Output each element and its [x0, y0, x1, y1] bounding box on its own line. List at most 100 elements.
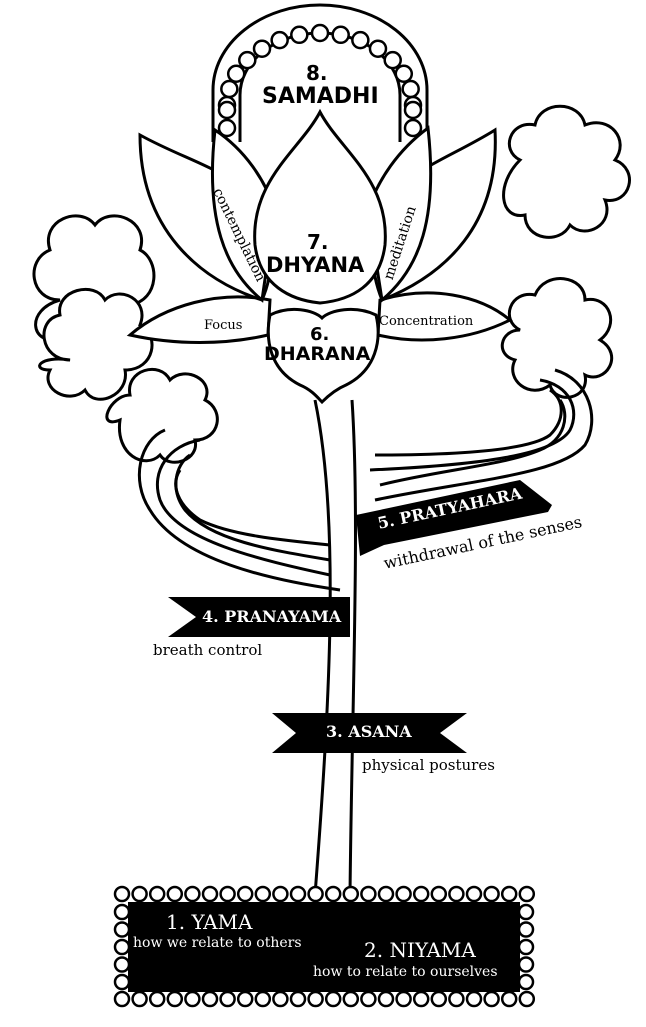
bead — [360, 990, 377, 1008]
cloud-left — [32, 214, 219, 464]
samadhi-name: SAMADHI — [262, 84, 379, 109]
bead — [500, 885, 518, 903]
bead — [483, 990, 500, 1008]
bead — [290, 25, 309, 45]
dharana-bud — [266, 307, 380, 405]
bead — [238, 50, 257, 70]
yama-title: 1. YAMA — [166, 910, 253, 934]
bead — [166, 885, 184, 903]
bead — [401, 79, 420, 99]
bead — [252, 39, 272, 58]
bead — [324, 990, 342, 1008]
bead — [184, 885, 201, 903]
bead — [324, 885, 342, 903]
samadhi-number: 8. — [306, 61, 328, 85]
bead — [395, 885, 412, 903]
petal-label-concentration: Concentration — [379, 314, 474, 329]
ribbon-pranayama — [168, 597, 350, 637]
niyama-caption: how to relate to ourselves — [313, 964, 498, 980]
bead — [219, 885, 236, 903]
bead — [518, 885, 536, 903]
bead — [517, 921, 535, 938]
bead — [236, 885, 254, 903]
lotus-lower-petals — [126, 291, 513, 344]
bead — [148, 885, 166, 903]
bead — [113, 885, 131, 903]
bead — [220, 79, 239, 99]
pranayama-title: 4. PRANAYAMA — [202, 607, 342, 626]
bead — [412, 885, 430, 903]
bead — [254, 885, 272, 903]
bead — [307, 990, 324, 1008]
petal-label-focus: Focus — [204, 318, 243, 333]
bead — [403, 118, 423, 138]
niyama-title: 2. NIYAMA — [364, 938, 476, 962]
bead — [201, 990, 219, 1008]
bead — [517, 938, 535, 956]
bead — [236, 990, 254, 1008]
bead — [184, 990, 201, 1008]
bead — [131, 885, 148, 903]
bead — [217, 100, 237, 120]
bead — [377, 990, 395, 1008]
bead — [500, 990, 518, 1008]
bead — [307, 885, 324, 903]
yama-caption: how we relate to others — [133, 935, 302, 951]
asana-title: 3. ASANA — [326, 722, 412, 741]
dhyana-number: 7. — [307, 230, 329, 254]
bead — [226, 64, 246, 84]
bead — [342, 990, 360, 1008]
halo-bead-ring — [217, 23, 423, 138]
bead — [483, 885, 500, 903]
bead — [465, 990, 483, 1008]
samadhi-halo — [211, 3, 429, 142]
lotus-stem — [313, 399, 357, 896]
bead — [403, 100, 423, 120]
wave-swirl-right — [369, 368, 594, 502]
dhyana-petal — [253, 108, 387, 305]
bead — [201, 885, 219, 903]
bead — [113, 990, 131, 1008]
bead — [272, 885, 289, 903]
bead — [342, 885, 360, 903]
dhyana-name: DHYANA — [266, 253, 365, 277]
bead — [430, 990, 448, 1008]
wave-swirl-left — [137, 428, 341, 592]
bead — [113, 973, 131, 991]
bead — [448, 885, 465, 903]
pranayama-caption: breath control — [153, 641, 263, 659]
bead — [270, 30, 289, 50]
bead — [518, 990, 536, 1008]
ribbon-pratyahara — [356, 480, 552, 556]
bead — [395, 990, 412, 1008]
bead — [310, 23, 330, 43]
bead — [517, 956, 535, 973]
bead — [377, 885, 395, 903]
bead — [148, 990, 166, 1008]
bead — [166, 990, 184, 1008]
bead — [113, 921, 131, 938]
bead — [517, 973, 535, 991]
bead — [113, 903, 131, 921]
bead — [448, 990, 465, 1008]
bead — [217, 118, 237, 138]
cloud-right — [500, 104, 631, 399]
bead — [430, 885, 448, 903]
asana-caption: physical postures — [362, 756, 495, 774]
bead — [465, 885, 483, 903]
bead — [113, 956, 131, 973]
bead — [331, 25, 350, 45]
bead — [394, 64, 414, 84]
bead — [517, 903, 535, 921]
bead — [360, 885, 377, 903]
bead — [254, 990, 272, 1008]
bead — [289, 885, 307, 903]
bead — [289, 990, 307, 1008]
bead — [351, 30, 370, 50]
bead — [131, 990, 148, 1008]
bead — [219, 990, 236, 1008]
bead — [272, 990, 289, 1008]
bead — [412, 990, 430, 1008]
